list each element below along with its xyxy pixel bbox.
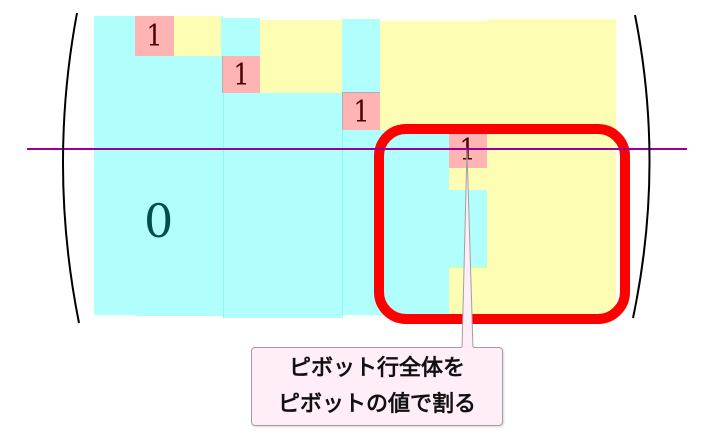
callout-line-1: ピボット行全体を <box>288 355 465 381</box>
zero-label: 0 <box>144 198 173 244</box>
pivot-cell-2: 1 <box>222 56 260 93</box>
upper-region-row2 <box>260 20 342 93</box>
upper-region-right <box>487 19 616 315</box>
zero-region-col2-main <box>223 93 343 318</box>
zero-value: 0 <box>144 194 174 248</box>
zero-region-col2 <box>223 18 260 56</box>
pivot-cell-1: 1 <box>135 16 174 56</box>
right-paren-icon <box>632 14 651 319</box>
callout-box: ピボット行全体を ピボットの値で割る <box>251 347 503 426</box>
pivot-value: 1 <box>146 19 163 54</box>
callout-pointer-base <box>462 347 473 350</box>
callout-line-2: ピボットの値で割る <box>277 391 476 417</box>
pivot-row-line <box>27 148 687 150</box>
pivot-value: 1 <box>353 94 370 130</box>
pivot-value: 1 <box>459 132 477 168</box>
pivot-cell-3: 1 <box>342 92 380 130</box>
upper-region-row1 <box>174 16 221 56</box>
left-paren-icon <box>62 12 80 324</box>
zero-region-col1-bottom <box>135 300 223 316</box>
zero-region-col3 <box>342 19 380 92</box>
upper-region-row3 <box>380 21 487 130</box>
pivot-row-highlight-box <box>374 124 630 324</box>
zero-region-col1 <box>94 16 223 315</box>
pivot-value: 1 <box>233 57 250 93</box>
callout-pointer-icon <box>461 149 474 350</box>
zero-region-col4 <box>380 130 449 315</box>
zero-region-col3-main <box>342 130 380 315</box>
